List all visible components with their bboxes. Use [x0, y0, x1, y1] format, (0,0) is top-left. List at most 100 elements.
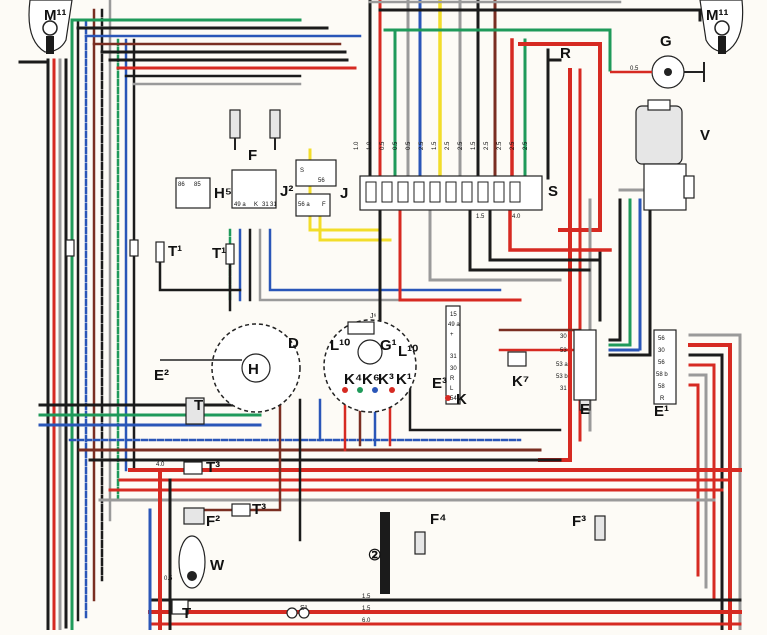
- label-h: H: [248, 361, 259, 378]
- label-g1: G¹: [380, 337, 397, 354]
- e1-pin-4: 58: [658, 384, 665, 390]
- label-l10b: L¹⁰: [398, 343, 418, 360]
- wire-e1-grey-dash: [688, 373, 708, 592]
- label-t3a: T³: [206, 459, 220, 476]
- wire-v-black: [608, 198, 652, 357]
- label-l10a: L¹⁰: [330, 337, 350, 354]
- brake-pin-1: 49 a: [448, 322, 460, 328]
- e1-pin-3: 58 b: [656, 372, 668, 378]
- brake-pin-2: +: [450, 332, 454, 338]
- wire-e1-red-dash: [688, 363, 716, 602]
- j-pin-3: F: [322, 202, 326, 208]
- fuse-wire-label-12: 2.5: [510, 141, 516, 150]
- label-t-lower: T: [182, 605, 191, 622]
- e1-pin-1: 30: [658, 348, 665, 354]
- fuse-wire-label-11: 2.5: [497, 141, 503, 150]
- fuse-wire-label-5: 2.5: [419, 141, 425, 150]
- wire-e1-grey: [688, 333, 742, 632]
- wire-v-blue-dash: [608, 198, 642, 352]
- label-t1a: T¹: [168, 243, 182, 260]
- wire-green-loop: [383, 28, 612, 72]
- label-circled: ②: [368, 547, 381, 564]
- label-s: S: [548, 183, 558, 200]
- label-k7: K⁷: [512, 373, 529, 390]
- component-t-lower: [171, 599, 189, 615]
- label-k: K: [456, 391, 467, 408]
- wire-d-brown: [188, 398, 282, 512]
- wire-s-grey-2: [428, 208, 562, 282]
- component-k7: [507, 351, 527, 367]
- label-v: V: [700, 127, 710, 144]
- label-j2: J²: [280, 183, 293, 200]
- value-w-wire: 0.5: [164, 576, 173, 582]
- label-e3: E³: [432, 375, 447, 392]
- fuse-wire-label-13: 2.5: [523, 141, 529, 150]
- label-w: W: [210, 557, 225, 574]
- brake-pin-7: 54: [450, 396, 457, 402]
- brake-pin-5: R: [450, 376, 455, 382]
- component-j: [295, 159, 337, 217]
- label-t3b: T³: [252, 501, 266, 518]
- e1-pin-0: 56: [658, 336, 665, 342]
- label-k4: K⁴: [344, 371, 362, 388]
- label-h5: H⁵: [214, 185, 232, 202]
- wire-t1-black: [158, 258, 242, 292]
- label-s3: S³: [300, 605, 308, 612]
- label-e2: E²: [154, 367, 169, 384]
- brake-pin-4: 30: [450, 366, 457, 372]
- component-s3: [286, 607, 310, 619]
- brake-pin-3: 31: [450, 354, 457, 360]
- wire-top-right-dash: [378, 8, 702, 22]
- labels: M¹¹ M¹¹ G V R S F H⁵ J² J T¹ T¹ D H E² T…: [44, 7, 729, 624]
- wire-e1-red-2: [688, 383, 700, 577]
- label-e: E: [580, 401, 590, 418]
- wire-v-green-dash: [608, 198, 632, 347]
- label-k1: K¹: [396, 371, 412, 388]
- wire-e1-red: [688, 343, 732, 632]
- e-pin-3: 53 b: [556, 374, 568, 380]
- pin-86: 86: [178, 182, 185, 188]
- component-instrument-cluster: [323, 319, 417, 413]
- label-f2: F²: [206, 513, 220, 530]
- value-lower-b: 1.5: [362, 606, 371, 612]
- label-f3: F³: [572, 513, 586, 530]
- e-pin-4: 31: [560, 386, 567, 392]
- j2-pin-1: K: [254, 202, 258, 208]
- fuse-wire-label-9: 1.5: [471, 141, 477, 150]
- component-e-switch: [573, 329, 597, 411]
- label-d: D: [288, 335, 299, 352]
- fuse-wire-label-8: 2.5: [458, 141, 464, 150]
- fuse-wire-label-2: 0.5: [380, 141, 386, 150]
- value-t3-wire: 4.0: [156, 462, 165, 468]
- wire-e1-black-dash: [688, 353, 724, 632]
- component-m11-right: [699, 0, 744, 54]
- fuse-wire-label-7: 2.5: [445, 141, 451, 150]
- pin-85: 85: [194, 182, 201, 188]
- value-lower-a: 1.5: [362, 594, 371, 600]
- label-m11-right: M¹¹: [706, 7, 729, 24]
- component-h5: [175, 177, 211, 209]
- j2-pin-3: 31: [270, 202, 277, 208]
- label-f4: F⁴: [430, 511, 447, 528]
- e1-pin-5: R: [660, 396, 665, 402]
- e-pin-1: 53: [560, 348, 567, 354]
- component-s-fuse-box: [359, 175, 543, 211]
- fuse-wire-label-3: 0.5: [393, 141, 399, 150]
- e-pin-0: 30: [560, 334, 567, 340]
- component-v: [635, 99, 695, 211]
- label-t: T: [194, 397, 203, 414]
- component-f2: [183, 507, 205, 525]
- label-k3: K³: [378, 371, 394, 388]
- fuse-wire-label-4: 0.5: [406, 141, 412, 150]
- wire-v-black-dash: [608, 198, 622, 342]
- component-t1-connectors: [65, 239, 235, 265]
- label-r: R: [560, 45, 571, 62]
- value-s-bottom-b: 4.0: [512, 214, 521, 220]
- label-j6: J⁶: [370, 313, 377, 320]
- component-w: [178, 535, 206, 589]
- component-j2: [231, 169, 277, 209]
- component-brake-block: [445, 305, 461, 405]
- j-pin-0: S: [300, 168, 304, 174]
